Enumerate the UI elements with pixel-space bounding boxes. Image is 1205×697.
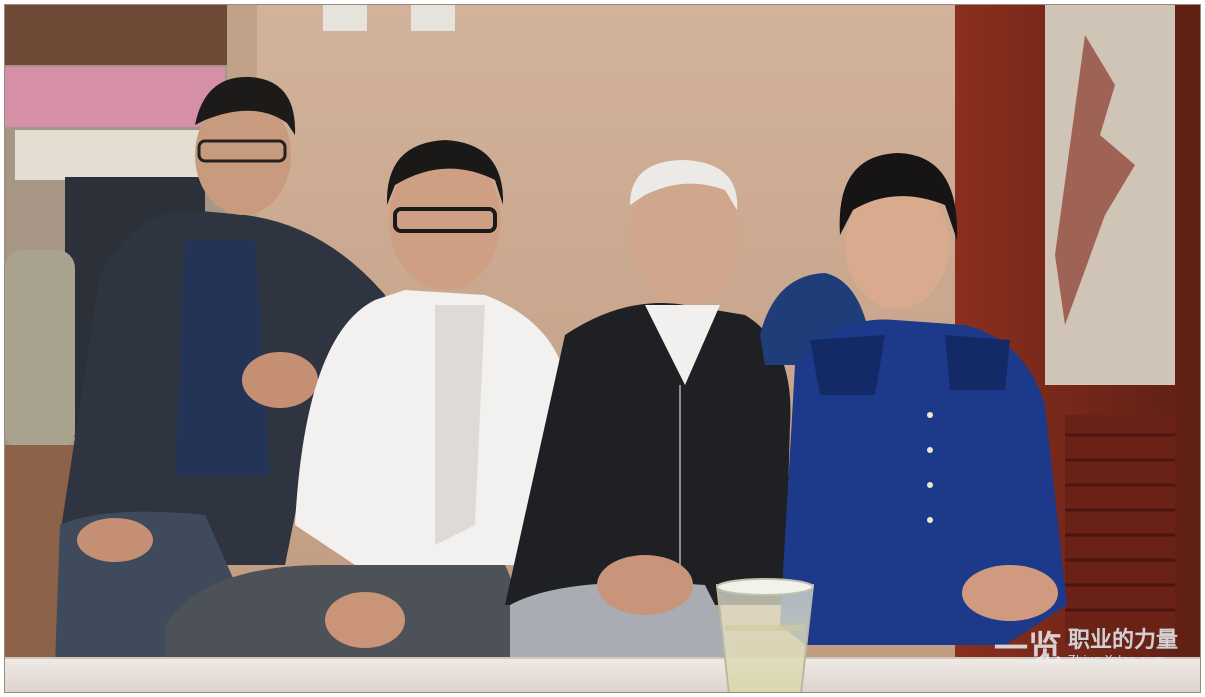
table <box>5 657 1200 692</box>
hands-2 <box>325 592 405 648</box>
wall-switch-2 <box>411 5 455 31</box>
hair-1 <box>195 76 296 135</box>
hand-1 <box>77 518 153 562</box>
hands-3 <box>597 555 693 615</box>
lace-yoke <box>810 335 885 395</box>
ceiling-beam <box>5 5 255 65</box>
head-3 <box>631 167 739 303</box>
watermark-text: 职业的力量 Zhiye.Yolan.com <box>1067 627 1178 666</box>
person-3 <box>505 160 791 665</box>
hand-1b <box>242 352 318 408</box>
watermark-url: Zhiye.Yolan.com <box>1067 653 1166 666</box>
photo-scene <box>5 5 1200 692</box>
watermark-logo-mark: 一览 <box>993 629 1062 669</box>
screen-slats <box>1065 415 1175 645</box>
person-4 <box>780 153 1067 645</box>
painting-flowers <box>1055 35 1135 325</box>
hair-2 <box>386 140 504 205</box>
slat-lines <box>1065 433 1175 612</box>
glasses-2 <box>393 207 497 233</box>
lace-yoke-r <box>945 335 1010 390</box>
white-hair <box>630 160 738 210</box>
black-jacket <box>505 303 791 605</box>
collar <box>645 305 720 385</box>
window-light <box>15 130 215 180</box>
head-1 <box>195 95 291 215</box>
head-4 <box>845 181 949 309</box>
white-shirt <box>295 290 565 565</box>
pink-wall <box>5 67 225 127</box>
hands-4 <box>962 565 1058 621</box>
group-photo: 一览 职业的力量 Zhiye.Yolan.com <box>4 4 1201 693</box>
head-2 <box>389 150 501 290</box>
person-2 <box>165 140 565 665</box>
hair-4 <box>839 153 958 240</box>
trousers-3 <box>510 582 745 665</box>
shirt-shadow <box>435 305 485 545</box>
watermark-title: 职业的力量 <box>1067 627 1178 653</box>
blue-blouse <box>780 319 1067 645</box>
wall-switch-1 <box>323 5 367 31</box>
watermark: 一览 职业的力量 Zhiye.Yolan.com <box>993 627 1178 669</box>
t-shirt <box>175 240 270 475</box>
armchair <box>5 250 75 450</box>
glass-of-tea <box>715 578 815 692</box>
blouse-buttons <box>927 412 933 523</box>
glasses-1 <box>197 139 287 163</box>
